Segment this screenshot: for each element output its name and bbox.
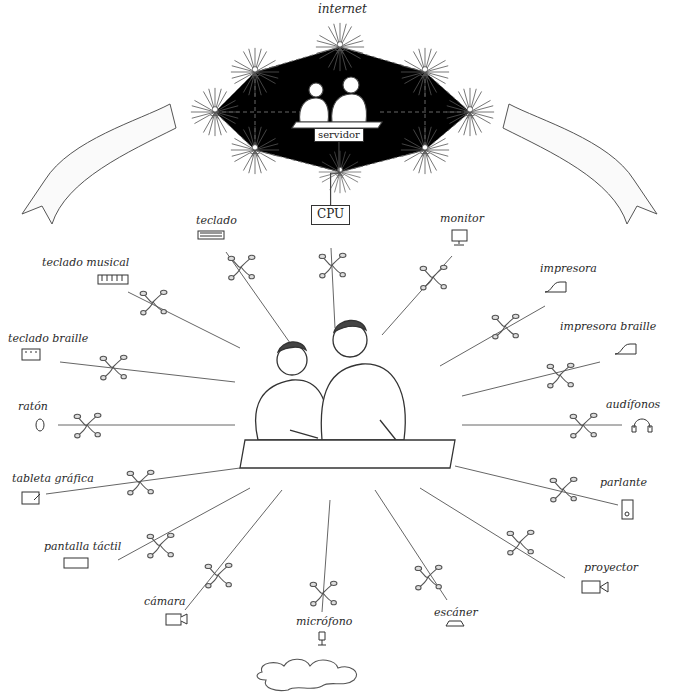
- device-label: cámara: [144, 596, 186, 609]
- node-text: servidor: [318, 129, 360, 141]
- device-label: teclado: [196, 215, 237, 228]
- sprig: [74, 253, 597, 606]
- network-title: internet: [318, 3, 367, 17]
- server-box: servidor: [314, 128, 364, 142]
- device-label: proyector: [584, 562, 638, 575]
- network-node: [191, 23, 494, 193]
- device-label: micrófono: [296, 616, 352, 629]
- device-label: teclado musical: [42, 257, 129, 270]
- device-label: teclado braille: [8, 333, 88, 346]
- server-people: [292, 77, 382, 128]
- device-label: tableta gráfica: [12, 473, 94, 486]
- connector: [331, 142, 339, 206]
- device-label: pantalla táctil: [44, 541, 121, 554]
- cloud: [257, 659, 357, 690]
- device-icon: [22, 230, 652, 645]
- device-label: ratón: [18, 401, 48, 414]
- device-line: [46, 248, 622, 612]
- ribbon: [22, 104, 657, 224]
- device-label: monitor: [440, 213, 484, 226]
- people-at-table: [240, 320, 455, 468]
- device-label: impresora braille: [560, 321, 656, 334]
- device-label: parlante: [600, 477, 647, 490]
- device-label: escáner: [434, 607, 478, 620]
- node-text: CPU: [317, 208, 344, 222]
- device-label: audífonos: [606, 399, 660, 412]
- device-label: impresora: [540, 263, 597, 276]
- cpu-box: CPU: [311, 205, 350, 225]
